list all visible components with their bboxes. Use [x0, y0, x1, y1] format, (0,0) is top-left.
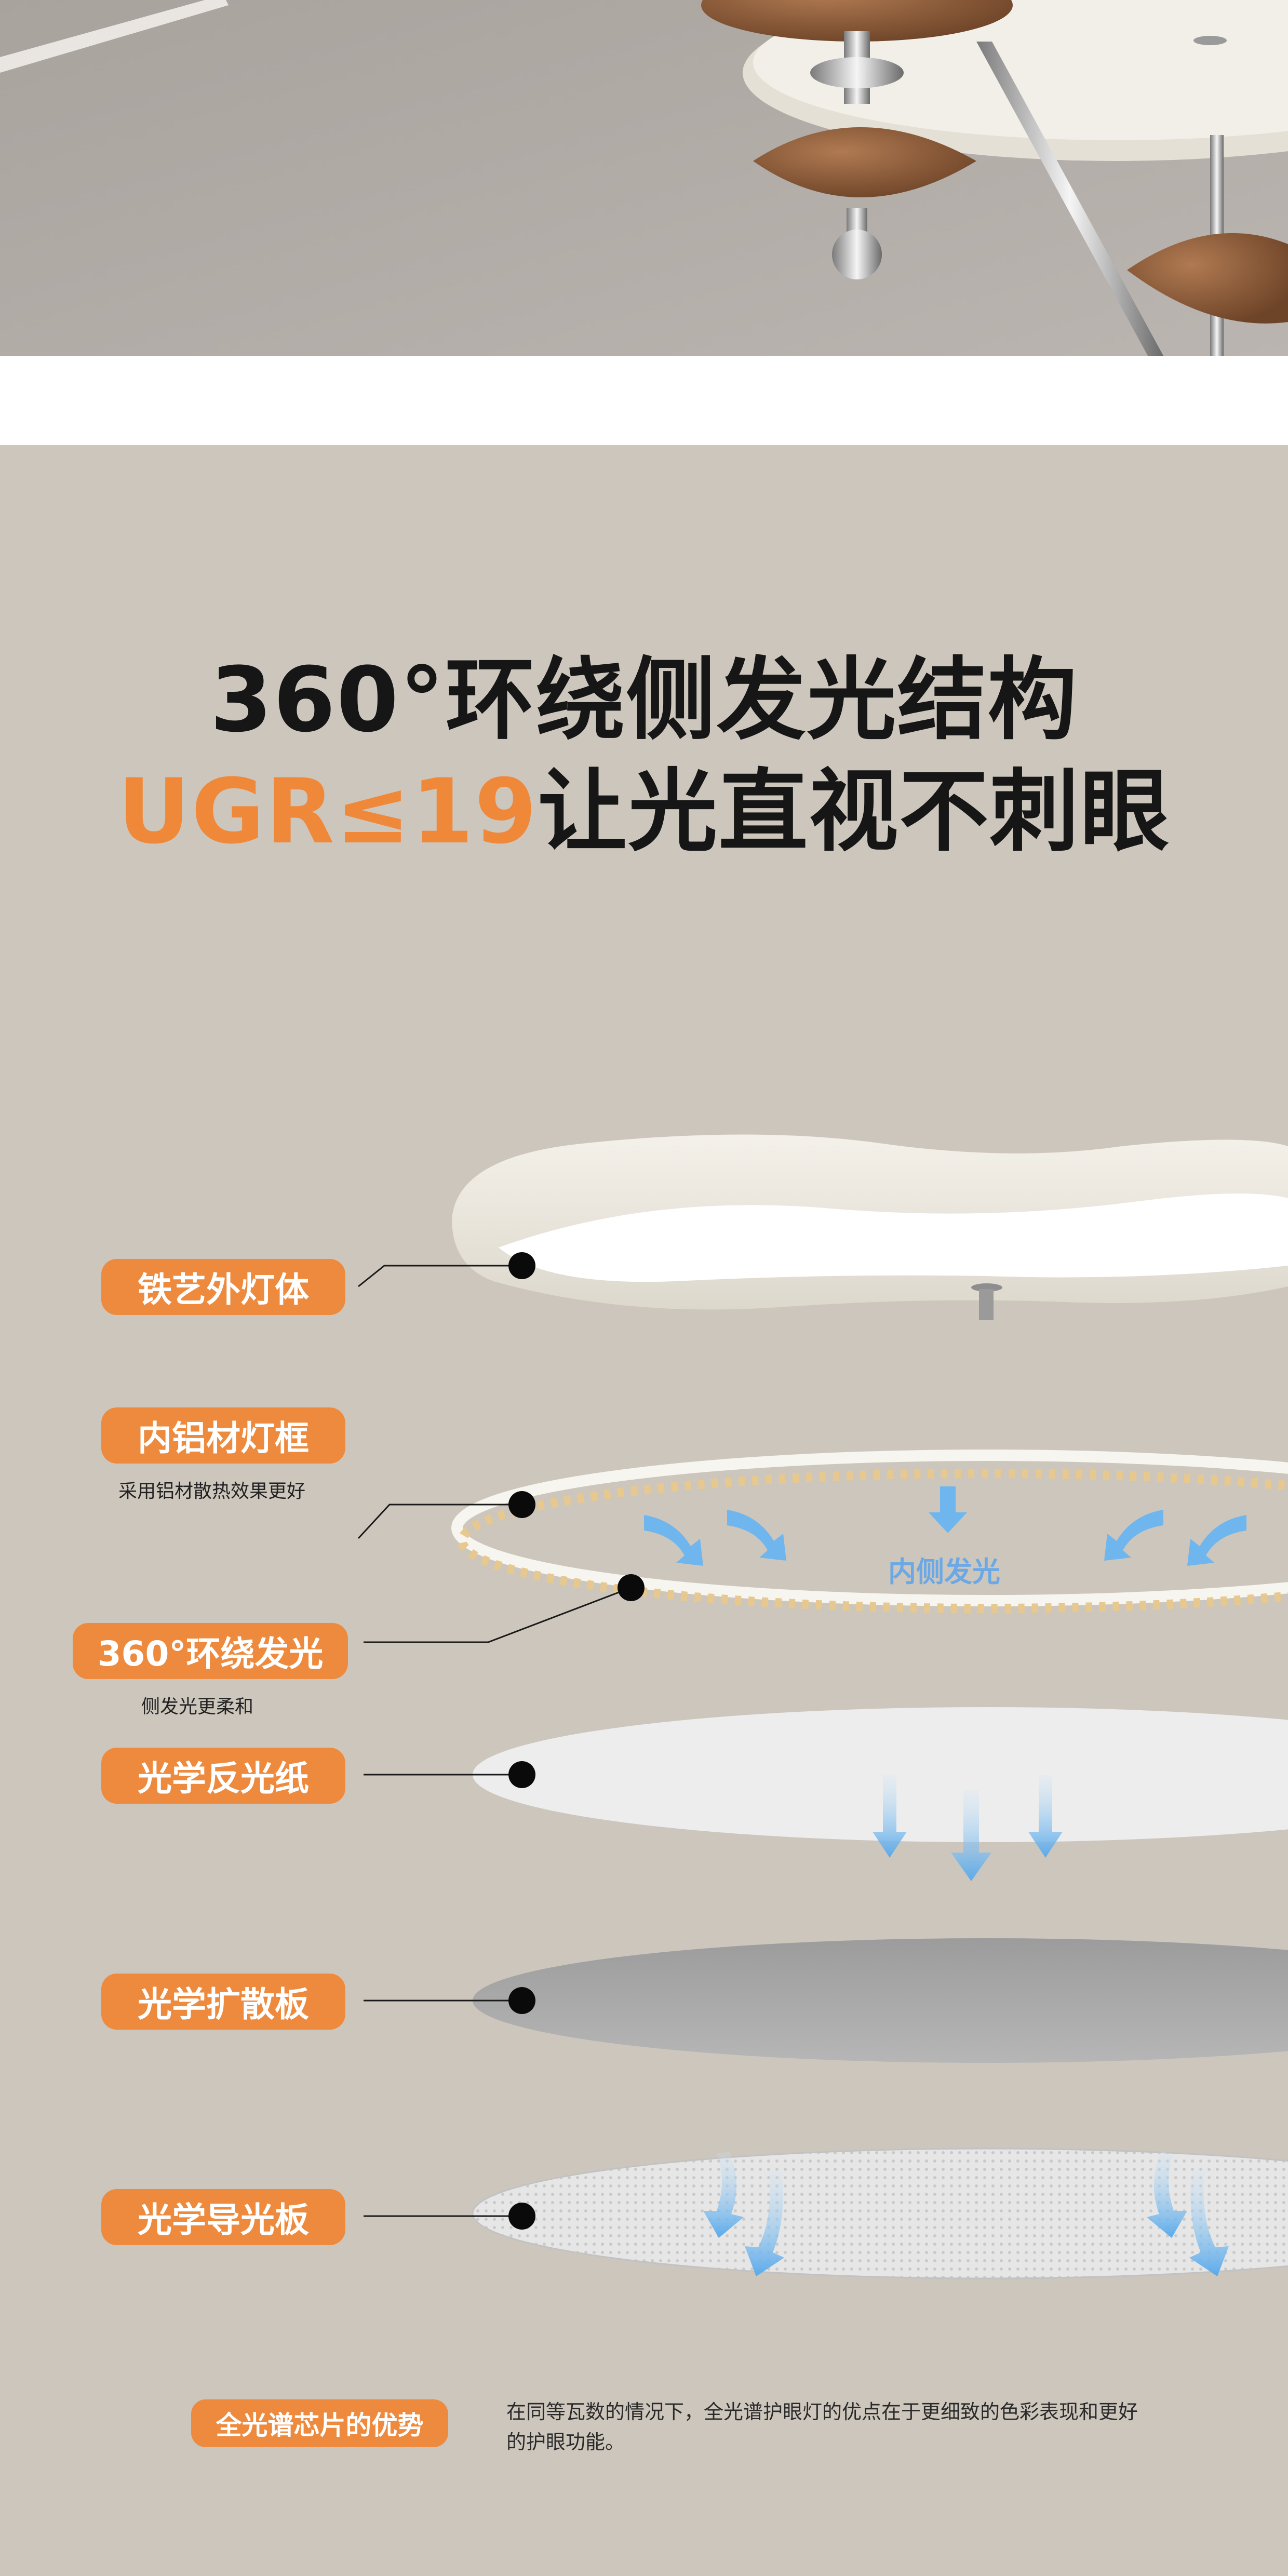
- white-gap: [0, 356, 1288, 445]
- marker-dot: [618, 1574, 645, 1601]
- output-arrows: [703, 2152, 1229, 2276]
- light-guide-plate-disc: [472, 2148, 1288, 2279]
- ugr-value: UGR≤19: [117, 759, 538, 864]
- full-spectrum-badge: 全光谱芯片的优势: [191, 2399, 448, 2447]
- aluminum-frame-ring: [451, 1450, 1288, 1613]
- headline-line2: UGR≤19让光直视不刺眼: [0, 739, 1288, 868]
- leader-lines: [357, 1265, 632, 2217]
- label-reflective-paper: 光学反光纸: [101, 1748, 345, 1804]
- diffuser-plate-disc: [473, 1938, 1288, 2063]
- exploded-layers-illustration: [357, 1134, 1288, 2279]
- surround-glow-note: 侧发光更柔和: [141, 1696, 254, 1718]
- marker-dot: [508, 1761, 535, 1788]
- downward-arrows: [873, 1775, 1063, 1881]
- headline-line1: 360°环绕侧发光结构: [210, 648, 1078, 752]
- hero-lamp-illustration: [0, 0, 1288, 356]
- marker-dot: [508, 1491, 535, 1518]
- hero-photo: [0, 0, 1288, 356]
- label-aluminum-frame: 内铝材灯框: [101, 1407, 345, 1464]
- iron-outer-shell: [452, 1134, 1288, 1320]
- marker-dot: [508, 1987, 535, 2014]
- inner-glow-arrows: [644, 1486, 1246, 1566]
- marker-dot: [508, 2203, 535, 2230]
- marker-dot: [508, 1252, 535, 1279]
- exploded-view-panel: 360°环绕侧发光结构 UGR≤19让光直视不刺眼: [0, 445, 1288, 2576]
- full-spectrum-description: 在同等瓦数的情况下，全光谱护眼灯的优点在于更细致的色彩表现和更好的护眼功能。: [506, 2400, 1138, 2453]
- reflective-paper-disc: [473, 1707, 1288, 1842]
- label-light-guide-plate: 光学导光板: [101, 2189, 345, 2245]
- inner-glow-label: 内侧发光: [888, 1555, 1000, 1588]
- label-360-surround-glow: 360°环绕发光: [73, 1623, 348, 1679]
- label-diffuser-plate: 光学扩散板: [101, 1974, 345, 2030]
- headline-line2-rest: 让光直视不刺眼: [538, 759, 1171, 864]
- aluminum-frame-note: 采用铝材散热效果更好: [118, 1481, 306, 1502]
- label-iron-outer-body: 铁艺外灯体: [101, 1259, 345, 1315]
